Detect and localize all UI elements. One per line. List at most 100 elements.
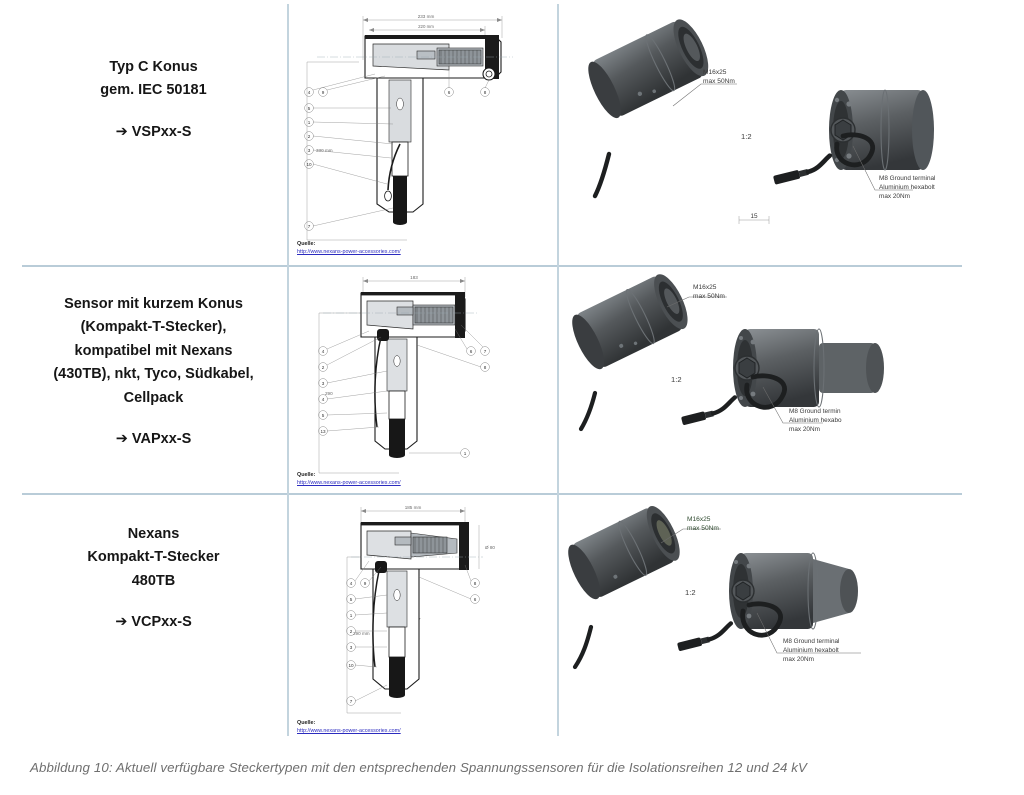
svg-text:6: 6 xyxy=(448,90,451,95)
source-note: Quelle: http://www.nexans-power-accessor… xyxy=(297,472,401,488)
svg-text:5: 5 xyxy=(350,597,353,602)
label-title-line: (430TB), nkt, Tyco, Südkabel, xyxy=(53,366,254,383)
callout-ground-line3: max 20Nm xyxy=(783,656,814,663)
callout-ground-line2: Aluminium hexabolt xyxy=(879,184,935,191)
label-title-line: gem. IEC 50181 xyxy=(100,82,207,99)
label-title-line: 480TB xyxy=(131,572,176,589)
cad-drawing-typ-c-konus: 233 mm 220 mm 330 mm xyxy=(289,4,557,265)
svg-text:9: 9 xyxy=(364,581,367,586)
callout-ground-line1: M8 Ground terminal xyxy=(783,638,839,645)
cad-drawing-kompakt-t-stecker: 1 8 3 290 xyxy=(289,267,557,493)
figure-row-nexans-480tb: Nexans Kompakt-T-Stecker 480TB ➔VCPxx-S xyxy=(22,495,962,744)
arrow-icon: ➔ xyxy=(115,431,128,448)
callout-ground-line3: max 20Nm xyxy=(789,426,820,433)
callout-ground-line2: Aluminium hexabo xyxy=(789,417,842,424)
svg-text:290 mm: 290 mm xyxy=(353,631,370,636)
source-label: Quelle: xyxy=(297,720,316,726)
label-code-line: ➔VAPxx-S xyxy=(22,428,285,451)
render-typ-c-konus: M16x25 max 50Nm 1:2 15 xyxy=(561,4,962,265)
svg-text:6: 6 xyxy=(474,597,477,602)
sensor-3d-render: M16x25 max 50Nm 1:2 xyxy=(572,274,884,433)
svg-text:4: 4 xyxy=(350,581,353,586)
scale-label: 1:2 xyxy=(671,375,682,384)
svg-text:10: 10 xyxy=(348,663,354,668)
row-label-kompakt-t-stecker: Sensor mit kurzem Konus (Kompakt-T-Steck… xyxy=(22,293,285,452)
svg-text:233 mm: 233 mm xyxy=(418,14,435,19)
label-title-line: Nexans xyxy=(127,526,180,542)
figure-row-typ-c-konus: Typ C Konus gem. IEC 50181 ➔VSPxx-S xyxy=(22,4,962,265)
label-title-line: Kompakt-T-Stecker xyxy=(87,549,220,566)
source-url[interactable]: http://www.nexans-power-accessories.com/ xyxy=(297,479,401,486)
svg-text:220 mm: 220 mm xyxy=(418,24,434,29)
svg-text:3: 3 xyxy=(322,381,325,386)
svg-text:8: 8 xyxy=(484,365,487,370)
svg-text:1: 1 xyxy=(308,120,311,125)
cad-section-drawing: 1 8 3 290 xyxy=(318,275,490,474)
dimension-15: 15 xyxy=(750,213,758,220)
source-url[interactable]: http://www.nexans-power-accessories.com/ xyxy=(297,248,401,255)
svg-text:13: 13 xyxy=(320,429,326,434)
label-title-line: Cellpack xyxy=(123,389,184,406)
scale-label: 1:2 xyxy=(741,132,752,141)
svg-text:8: 8 xyxy=(484,90,487,95)
label-code-line: ➔VCPxx-S xyxy=(22,611,285,634)
row-label-nexans-480tb: Nexans Kompakt-T-Stecker 480TB ➔VCPxx-S xyxy=(22,523,285,635)
render-nexans-480tb: M16x25 max 50Nm 1:2 xyxy=(561,495,962,744)
source-label: Quelle: xyxy=(297,241,316,247)
callout-m16-line2: max 50Nm xyxy=(703,78,735,85)
svg-text:4: 4 xyxy=(322,397,325,402)
callout-m16-line1: M16x25 xyxy=(693,284,717,291)
sensor-3d-render: M16x25 max 50Nm 1:2 15 xyxy=(588,19,935,224)
svg-text:185 mm: 185 mm xyxy=(405,505,422,510)
svg-text:8: 8 xyxy=(474,581,477,586)
figure-caption: Abbildung 10: Aktuell verfügbare Stecker… xyxy=(30,760,807,775)
label-code: VCPxx-S xyxy=(131,614,192,631)
cad-section-drawing: 233 mm 220 mm 330 mm xyxy=(304,14,513,241)
source-url[interactable]: http://www.nexans-power-accessories.com/ xyxy=(297,727,401,734)
svg-text:2: 2 xyxy=(350,629,353,634)
arrow-icon: ➔ xyxy=(115,123,128,140)
svg-text:5: 5 xyxy=(308,106,311,111)
svg-text:1: 1 xyxy=(464,451,467,456)
callout-m16-line2: max 50Nm xyxy=(693,293,725,300)
row-divider-1 xyxy=(22,265,962,267)
label-code: VSPxx-S xyxy=(131,123,192,140)
column-divider-2 xyxy=(557,4,559,736)
svg-text:2: 2 xyxy=(322,365,325,370)
svg-text:5: 5 xyxy=(322,413,325,418)
svg-text:3: 3 xyxy=(350,645,353,650)
callout-ground-line2: Aluminium hexabolt xyxy=(783,647,839,654)
svg-text:3: 3 xyxy=(308,148,311,153)
arrow-icon: ➔ xyxy=(115,614,128,631)
scale-label: 1:2 xyxy=(685,588,696,597)
svg-text:Ø 80: Ø 80 xyxy=(485,545,495,550)
label-title-line: Sensor mit kurzem Konus xyxy=(64,296,243,312)
callout-ground-line1: M8 Ground termin xyxy=(789,408,841,415)
figure-table: Typ C Konus gem. IEC 50181 ➔VSPxx-S xyxy=(22,4,962,744)
svg-text:4: 4 xyxy=(308,90,311,95)
svg-text:1: 1 xyxy=(350,613,353,618)
svg-text:7: 7 xyxy=(484,349,487,354)
label-title-line: Typ C Konus xyxy=(109,59,198,75)
callout-ground-line3: max 20Nm xyxy=(879,193,910,200)
cad-drawing-nexans-480tb: 185 mm 290 mm Ø 80 Ø 47 xyxy=(289,495,557,744)
svg-text:7: 7 xyxy=(350,699,353,704)
svg-text:4: 4 xyxy=(322,349,325,354)
svg-text:6: 6 xyxy=(470,349,473,354)
callout-ground-line1: M8 Ground terminal xyxy=(879,175,935,182)
callout-m16-line2: max 50Nm xyxy=(687,525,719,532)
row-divider-2 xyxy=(22,493,962,495)
label-title-line: kompatibel mit Nexans xyxy=(74,342,233,359)
figure-row-kompakt-t-stecker: Sensor mit kurzem Konus (Kompakt-T-Steck… xyxy=(22,267,962,493)
source-note: Quelle: http://www.nexans-power-accessor… xyxy=(297,241,401,257)
svg-text:9: 9 xyxy=(322,90,325,95)
svg-text:330 mm: 330 mm xyxy=(316,148,333,153)
sensor-3d-render: M16x25 max 50Nm 1:2 xyxy=(568,505,861,670)
svg-text:7: 7 xyxy=(308,224,311,229)
label-title-line: (Kompakt-T-Stecker), xyxy=(80,319,227,336)
svg-text:290: 290 xyxy=(325,391,333,396)
source-note: Quelle: http://www.nexans-power-accessor… xyxy=(297,720,401,736)
cad-section-drawing: 185 mm 290 mm Ø 80 Ø 47 xyxy=(346,505,495,714)
callout-m16-line1: M16x25 xyxy=(687,516,711,523)
column-divider-1 xyxy=(287,4,289,736)
